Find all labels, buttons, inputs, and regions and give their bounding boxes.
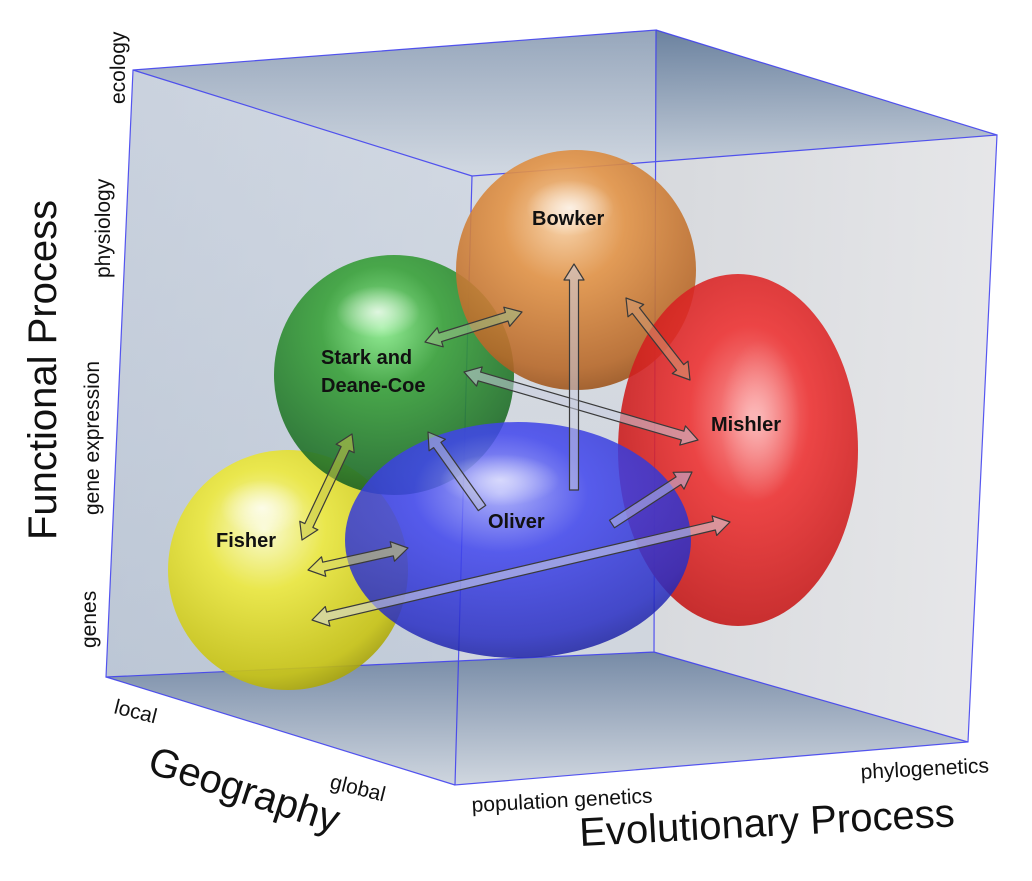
geography-axis-title: Geography <box>143 739 345 842</box>
fisher-highlight <box>220 480 304 536</box>
arrow-oliver-mishler <box>608 471 693 529</box>
arrow-oliver-bowker <box>563 263 585 491</box>
bowker-highlight <box>526 180 614 236</box>
cube-edge-top-right <box>655 29 998 136</box>
node-labels: Fisher Stark and Deane-Coe Bowker Mishle… <box>216 208 781 552</box>
tick-gene-expression: gene expression <box>81 361 104 515</box>
arrow-bowker-mishler <box>625 297 691 381</box>
mishler-label: Mishler <box>711 414 781 436</box>
fisher-label: Fisher <box>216 530 276 552</box>
arrow-stark-bowker <box>424 306 523 348</box>
mishler-highlight <box>720 340 800 500</box>
cube-edge-bottom-left <box>105 676 456 786</box>
oliver-sphere <box>345 422 691 658</box>
cube-edges <box>105 29 998 786</box>
cube-edge-top-left <box>132 69 473 177</box>
cube-floor <box>106 652 968 785</box>
node-fisher <box>168 450 408 690</box>
tick-ecology: ecology <box>107 31 130 104</box>
stark-highlight <box>336 286 420 338</box>
functional-axis-title: Functional Process <box>21 200 65 540</box>
arrow-oliver-stark <box>427 431 487 512</box>
connection-arrows <box>299 263 731 627</box>
tick-genes: genes <box>78 591 101 648</box>
arrow-stark-mishler <box>463 366 699 446</box>
tick-local: local <box>112 696 159 729</box>
bowker-label: Bowker <box>532 208 604 230</box>
cube-edge-bottom-right <box>653 651 969 743</box>
tick-physiology: physiology <box>92 178 115 278</box>
arrow-fisher-mishler <box>311 515 731 627</box>
oliver-label: Oliver <box>488 511 545 533</box>
arrow-fisher-oliver <box>307 541 409 577</box>
tick-phylogenetics: phylogenetics <box>860 754 989 784</box>
arrow-fisher-stark <box>299 433 355 541</box>
stark-label-line2: Deane-Coe <box>321 375 425 397</box>
stark-label-line1: Stark and <box>321 347 412 369</box>
